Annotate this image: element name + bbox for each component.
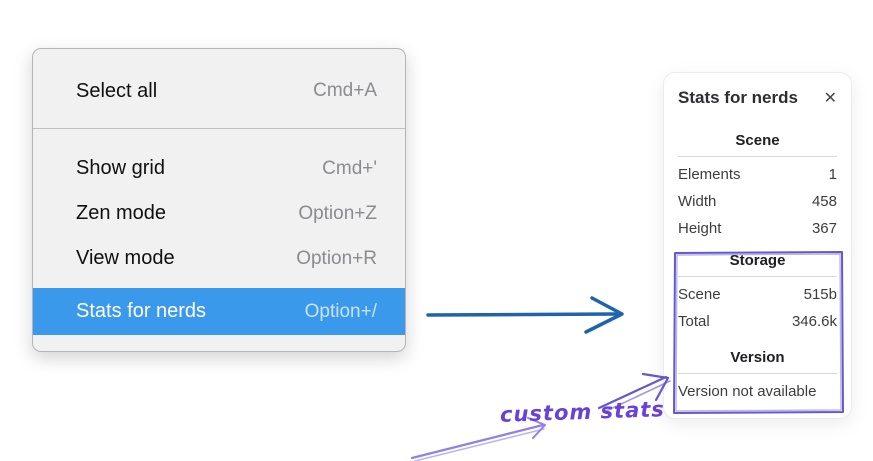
menu-item-shortcut: Option+/ bbox=[304, 300, 377, 322]
menu-item-label: Zen mode bbox=[76, 202, 167, 224]
section-heading-storage: Storage bbox=[729, 252, 786, 269]
stat-row-total-size: Total 346.6k bbox=[678, 308, 837, 335]
stat-row-width: Width 458 bbox=[678, 188, 837, 215]
section-heading-version: Version bbox=[730, 349, 785, 366]
menu-separator bbox=[33, 128, 405, 129]
menu-item-label: View mode bbox=[76, 247, 175, 269]
menu-item-label: Show grid bbox=[76, 157, 165, 179]
stat-label: Total bbox=[678, 313, 710, 330]
menu-item-label: Select all bbox=[76, 79, 158, 102]
menu-item-select-all[interactable]: Select all Cmd+A bbox=[33, 67, 405, 115]
stats-panel: Stats for nerds ✕ Scene Elements 1 Width… bbox=[663, 72, 852, 419]
close-icon[interactable]: ✕ bbox=[823, 88, 837, 107]
stat-label: Height bbox=[678, 220, 722, 237]
stats-panel-title: Stats for nerds bbox=[678, 88, 798, 107]
stat-value: 1 bbox=[828, 166, 837, 183]
stat-label: Width bbox=[678, 193, 717, 210]
version-note: Version not available bbox=[678, 383, 817, 400]
stat-label: Elements bbox=[678, 166, 741, 183]
stat-row-height: Height 367 bbox=[678, 215, 837, 242]
section-divider bbox=[678, 156, 837, 157]
menu-item-view-mode[interactable]: View mode Option+R bbox=[33, 236, 405, 281]
menu-item-label: Stats for nerds bbox=[76, 300, 207, 322]
section-divider bbox=[678, 276, 837, 277]
menu-item-zen-mode[interactable]: Zen mode Option+Z bbox=[33, 191, 405, 236]
custom-stats-label: custom stats bbox=[499, 397, 666, 427]
menu-item-shortcut: Cmd+' bbox=[322, 157, 377, 179]
blue-arrow bbox=[426, 296, 624, 334]
menu-item-show-grid[interactable]: Show grid Cmd+' bbox=[33, 146, 405, 191]
stat-value: 367 bbox=[811, 220, 837, 237]
stats-panel-header: Stats for nerds ✕ bbox=[678, 86, 837, 110]
stat-label: Scene bbox=[678, 286, 721, 303]
section-heading-scene: Scene bbox=[735, 132, 780, 149]
menu-item-shortcut: Option+R bbox=[296, 247, 377, 269]
stat-value: 458 bbox=[811, 193, 837, 210]
menu-item-shortcut: Option+Z bbox=[298, 202, 377, 224]
stat-row-elements: Elements 1 bbox=[678, 161, 837, 188]
context-menu: Select all Cmd+A Show grid Cmd+' Zen mod… bbox=[32, 48, 406, 352]
menu-item-shortcut: Cmd+A bbox=[313, 80, 377, 101]
menu-item-stats-for-nerds[interactable]: Stats for nerds Option+/ bbox=[33, 288, 405, 335]
stat-value: 515b bbox=[803, 286, 837, 303]
stat-value: 346.6k bbox=[791, 313, 837, 330]
section-divider bbox=[678, 373, 837, 374]
stat-row-scene-size: Scene 515b bbox=[678, 281, 837, 308]
